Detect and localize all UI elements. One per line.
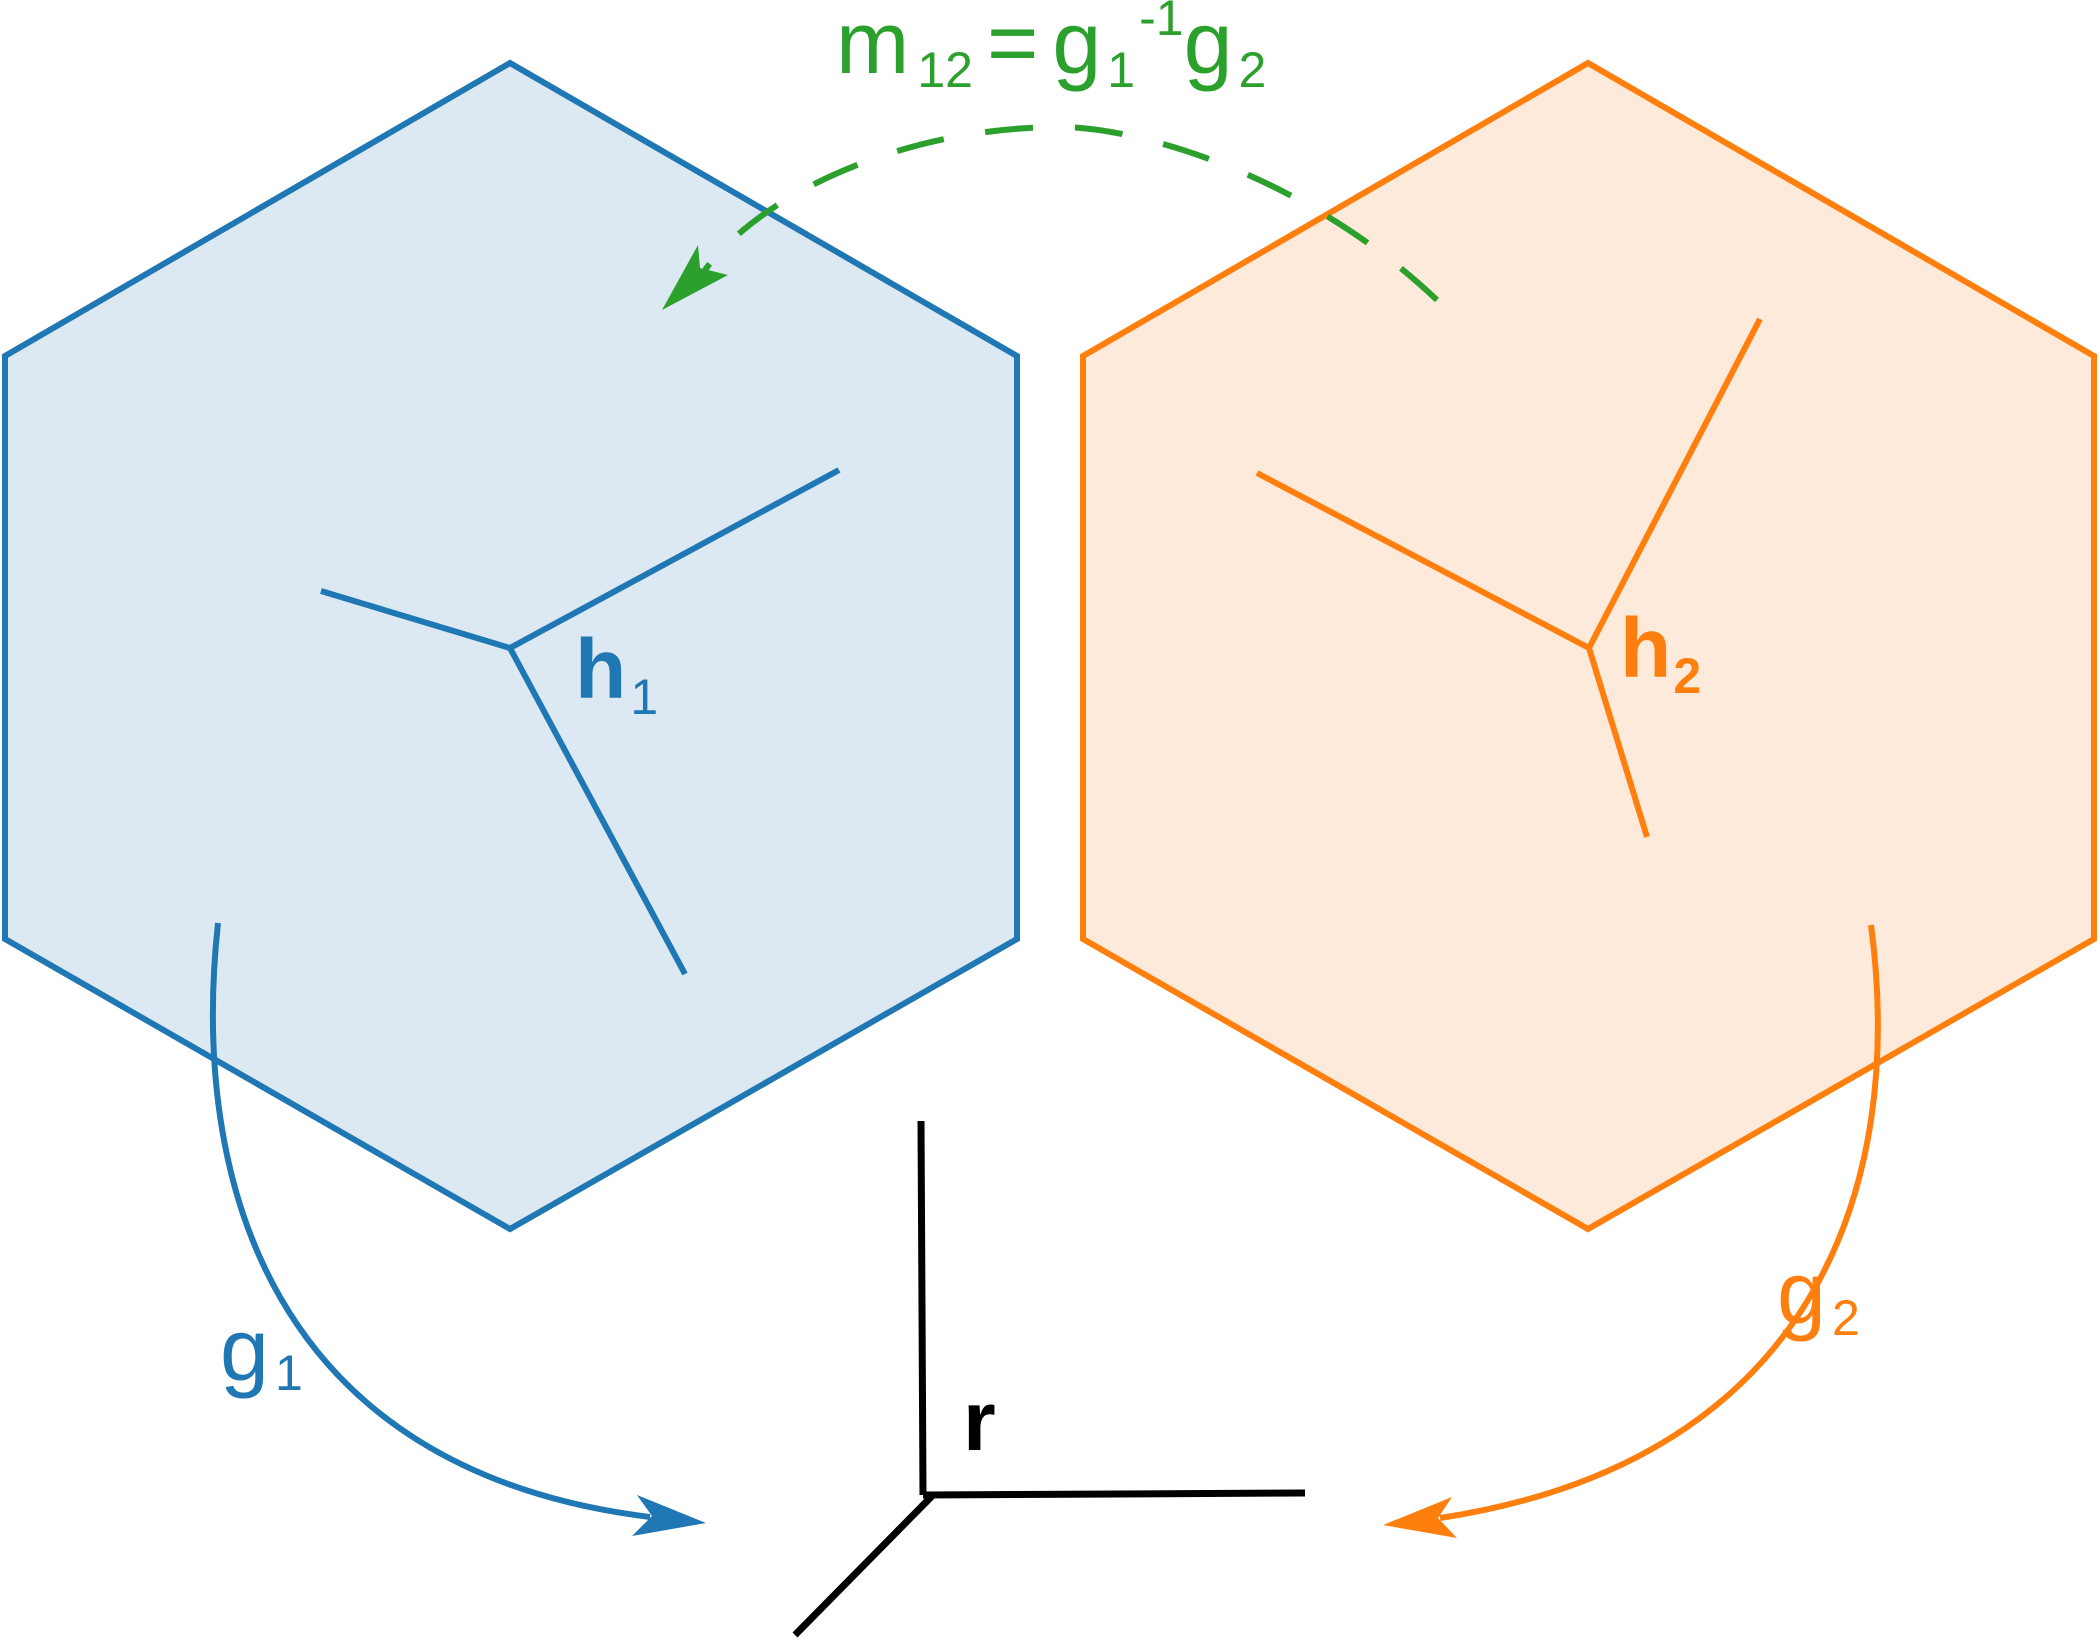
label-h2-sub: 2 — [1673, 648, 1701, 704]
relation-lhs-sub: 12 — [917, 42, 973, 98]
arrow-g1-curve — [209, 922, 651, 1520]
arrow-g1-head-icon — [632, 1495, 706, 1536]
label-r: r — [963, 1374, 996, 1468]
arrow-g2-curve — [1439, 924, 1881, 1521]
h1-spokes — [320, 467, 841, 976]
h1-spoke-upper-right — [508, 467, 841, 651]
hexagon-h2 — [1080, 59, 2097, 1233]
label-g1-sub: 1 — [275, 1345, 303, 1401]
h1-spoke-lower — [507, 646, 688, 976]
relation-g1-sub: 1 — [1107, 42, 1135, 98]
h2-spoke-left — [1255, 470, 1591, 651]
label-g2-sub: 2 — [1832, 1290, 1860, 1346]
frame-r — [792, 1120, 1306, 1638]
r-axis-down-left — [792, 1492, 936, 1638]
h2-spoke-lower — [1586, 647, 1650, 838]
arrow-m12-head-icon — [662, 245, 728, 310]
label-h2: h2 — [1620, 601, 1701, 704]
relation-g1-sup: -1 — [1139, 0, 1183, 46]
arrow-g2 — [1383, 924, 1881, 1538]
h1-spoke-left — [320, 588, 511, 651]
arrow-m12 — [662, 123, 1440, 310]
r-axis-right — [922, 1489, 1306, 1499]
r-axis-up — [917, 1120, 927, 1496]
label-h1: h1 — [575, 622, 658, 725]
hexagon-h1 — [1, 59, 1020, 1233]
h2-spoke-upper — [1586, 317, 1763, 650]
label-h1-sub: 1 — [630, 669, 658, 725]
arrow-g1 — [209, 922, 706, 1536]
arrow-g2-head-icon — [1383, 1497, 1457, 1538]
h2-spokes — [1255, 317, 1763, 838]
relation-equals: = — [987, 0, 1038, 92]
relation-g2-sub: 2 — [1239, 42, 1267, 98]
